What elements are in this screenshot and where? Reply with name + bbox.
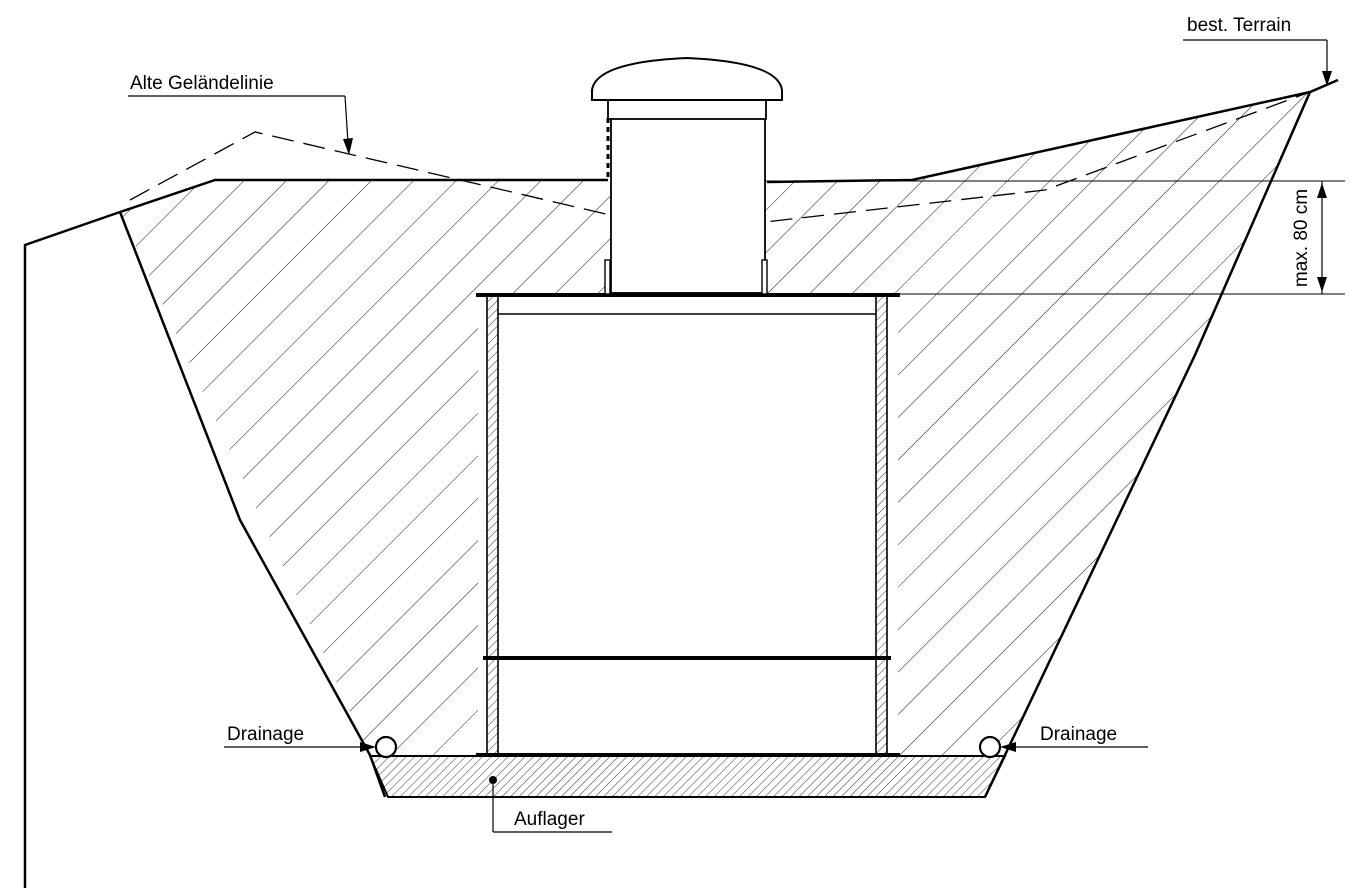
bedding-leader — [489, 776, 612, 833]
drainage-right-label: Drainage — [1040, 724, 1117, 745]
existing-terrain-leader — [1183, 39, 1332, 86]
max-cover-label: max. 80 cm — [1291, 189, 1312, 287]
drainage-pipe-left — [374, 735, 398, 759]
drainage-left-leader — [224, 742, 376, 752]
ventilation-cap — [591, 56, 783, 101]
tank-body — [476, 293, 900, 757]
tank-middle-rib — [483, 656, 891, 660]
access-shaft — [604, 99, 768, 295]
cover-depth-dimension — [765, 180, 1345, 295]
old-terrain-label: Alte Geländelinie — [130, 73, 274, 94]
tank-top-plate — [476, 293, 900, 297]
tank-bottom-plate — [476, 753, 900, 757]
tank-right-wall — [875, 295, 888, 757]
tank-left-wall — [486, 295, 499, 757]
drainage-left-label: Drainage — [227, 724, 304, 745]
drainage-pipe-right — [978, 735, 1002, 759]
old-terrain-leader — [128, 95, 353, 155]
bedding-label: Auflager — [514, 809, 585, 830]
existing-terrain-label: best. Terrain — [1187, 15, 1291, 36]
bedding-layer — [368, 755, 1007, 798]
drainage-right-leader — [1000, 742, 1148, 752]
